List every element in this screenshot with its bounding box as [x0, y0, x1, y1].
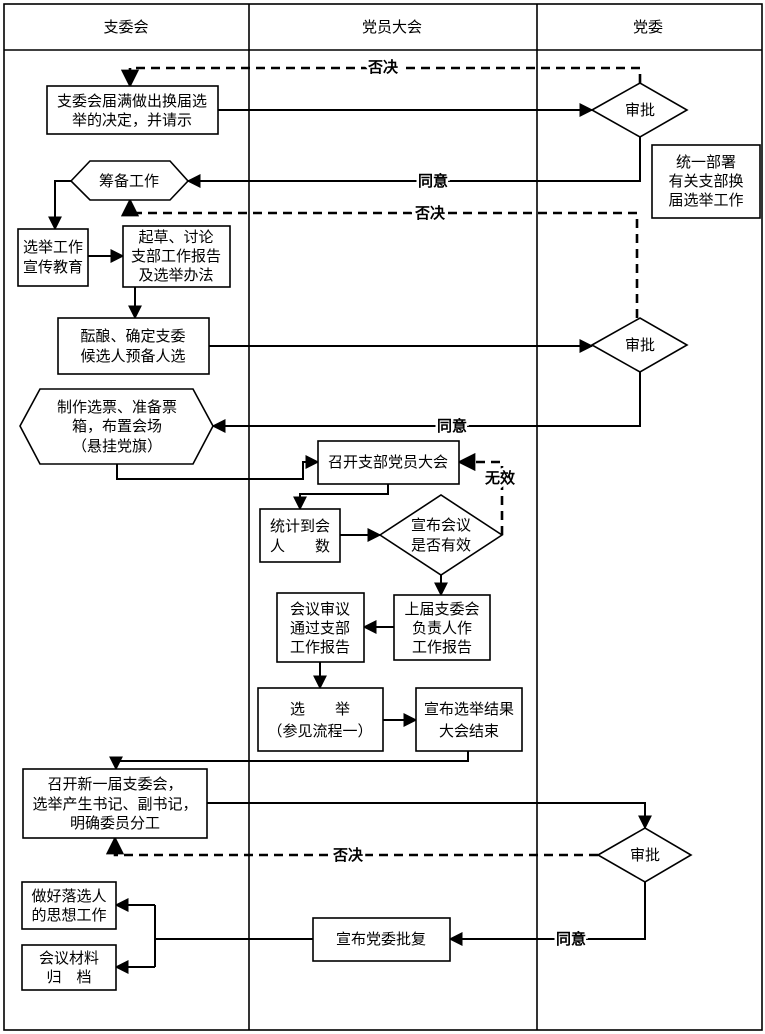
node-text: （悬挂党旗） [72, 437, 162, 455]
edge-agree-3 [448, 882, 646, 946]
node-text: 归 档 [46, 968, 91, 986]
node-text: 制作选票、准备票 [57, 398, 177, 416]
edge-label-agree-1: 同意 [418, 172, 448, 190]
node-publicity: 选举工作 宣传教育 [17, 228, 89, 287]
node-text: 酝酿、确定支委 [80, 327, 185, 345]
lane-header-party-committee: 党委 [633, 18, 663, 36]
edge-label-invalid: 无效 [484, 469, 516, 487]
edge-reject-1 [120, 66, 642, 88]
node-text: 上届支委会 [404, 600, 479, 618]
node-text: 选举工作 [23, 238, 83, 256]
node-unified-deploy: 统一部署 有关支部换 届选举工作 [651, 144, 761, 219]
node-ballots: 制作选票、准备票 箱，布置会场 （悬挂党旗） [19, 388, 214, 465]
node-text: 会议审议 [290, 600, 350, 618]
node-text: 通过支部 [290, 619, 350, 637]
node-election: 选 举 （参见流程一） [257, 687, 384, 752]
node-text: 召开支部党员大会 [328, 453, 448, 471]
lane-header-branch-committee: 支委会 [103, 18, 148, 36]
node-text: 届选举工作 [668, 191, 743, 209]
edge-prepare-to-publicity [48, 180, 71, 231]
edge-label-agree-2: 同意 [437, 417, 467, 435]
node-review: 会议审议 通过支部 工作报告 [276, 592, 365, 663]
edge-agree-1 [186, 137, 641, 188]
node-approval-1: 审批 [590, 82, 689, 138]
node-text: 筹备工作 [99, 172, 159, 190]
edge-ballots-to-convene [116, 455, 320, 480]
node-text: 选 举 [290, 700, 350, 718]
node-candidates: 酝酿、确定支委 候选人预备人选 [57, 317, 210, 375]
outer-border [3, 3, 763, 1031]
node-text: 工作报告 [412, 638, 472, 656]
edge-reject-3 [105, 836, 598, 857]
swimlane-grid [3, 3, 763, 1031]
node-text: 明确委员分工 [70, 814, 160, 832]
node-announce-result: 宣布选举结果 大会结束 [415, 687, 523, 752]
node-text: 是否有效 [411, 536, 471, 554]
edge-reject-2 [120, 198, 639, 318]
edge-announce-to-new-committee [109, 751, 469, 771]
node-text: 宣布选举结果 [424, 700, 514, 718]
edge-label-reject-1: 否决 [367, 58, 399, 76]
node-text: 审批 [625, 101, 655, 119]
node-unsuccessful: 做好落选人 的思想工作 [21, 881, 117, 930]
edge-label-reject-2: 否决 [414, 204, 446, 222]
node-decide-request: 支委会届满做出换届选 举的决定，并请示 [46, 85, 219, 135]
node-text: （参见流程一） [267, 722, 372, 740]
node-text: 宣布会议 [411, 516, 471, 534]
edge-convene-to-count [293, 484, 389, 511]
node-prev-report: 上届支委会 负责人作 工作报告 [393, 594, 491, 661]
lane-header-member-assembly: 党员大会 [362, 18, 422, 36]
node-text: 支部工作报告 [131, 247, 221, 265]
node-text: 选举产生书记、副书记， [32, 795, 197, 813]
node-text: 统一部署 [676, 153, 736, 171]
node-text: 宣布党委批复 [336, 930, 426, 948]
node-text: 人 数 [270, 537, 330, 555]
node-text: 箱，布置会场 [72, 417, 162, 435]
node-draft-report: 起草、讨论 支部工作报告 及选举办法 [122, 225, 231, 288]
node-archive: 会议材料 归 档 [21, 944, 117, 991]
node-count: 统计到会 人 数 [259, 508, 341, 563]
node-text: 负责人作 [412, 619, 472, 637]
node-text: 候选人预备人选 [80, 347, 185, 365]
node-text: 做好落选人 [31, 887, 106, 905]
edge-agree-2 [211, 372, 641, 433]
node-convene: 召开支部党员大会 [317, 440, 460, 485]
node-text: 有关支部换 [668, 172, 743, 190]
node-text: 举的决定，并请示 [72, 111, 192, 129]
node-validity: 宣布会议 是否有效 [378, 494, 504, 576]
node-new-committee: 召开新一届支委会， 选举产生书记、副书记， 明确委员分工 [22, 768, 208, 839]
node-text: 统计到会 [270, 517, 330, 535]
node-text: 起草、讨论 [138, 228, 213, 246]
node-text: 大会结束 [439, 722, 499, 740]
node-text: 及选举办法 [138, 266, 213, 284]
node-approval-2: 审批 [590, 317, 689, 373]
edge-new-committee-to-approval-3 [207, 802, 652, 830]
node-text: 宣传教育 [23, 258, 83, 276]
node-approval-3: 审批 [596, 827, 693, 883]
node-text: 工作报告 [290, 638, 350, 656]
node-announce-reply: 宣布党委批复 [312, 917, 451, 962]
node-text: 审批 [625, 336, 655, 354]
node-text: 支委会届满做出换届选 [57, 92, 207, 110]
edge-label-agree-3: 同意 [556, 930, 586, 948]
node-text: 召开新一届支委会， [47, 775, 182, 793]
node-text: 会议材料 [39, 949, 99, 967]
edge-label-reject-3: 否决 [332, 846, 364, 864]
node-prepare-work: 筹备工作 [69, 160, 190, 201]
node-text: 审批 [630, 846, 660, 864]
node-text: 的思想工作 [31, 906, 106, 924]
